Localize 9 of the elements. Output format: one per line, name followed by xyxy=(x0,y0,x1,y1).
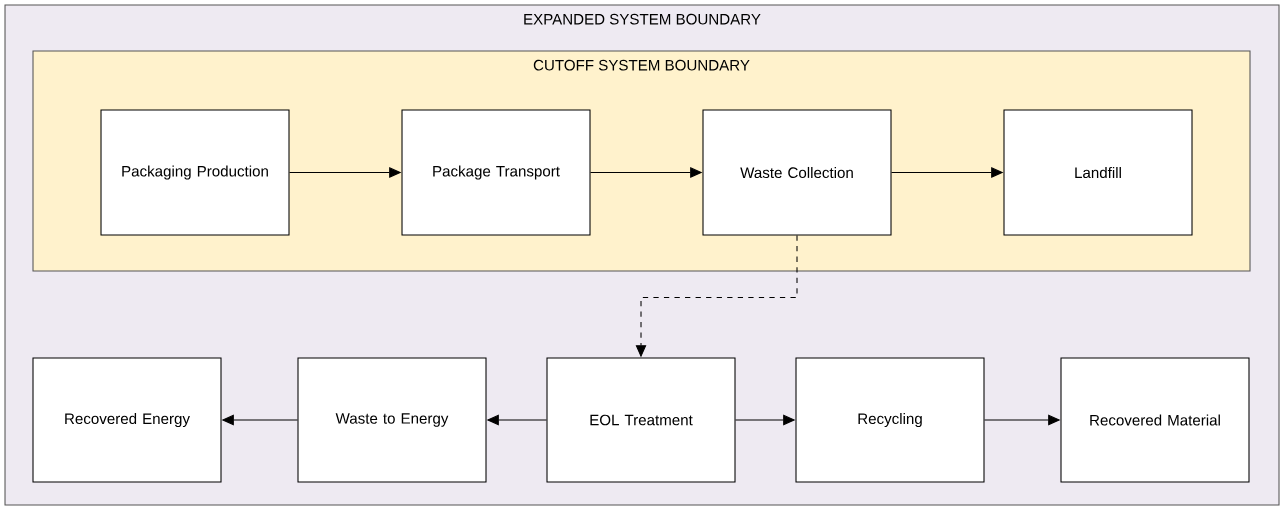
process-box: Waste Collection xyxy=(702,109,892,236)
process-box: Packaging Production xyxy=(100,109,290,236)
process-box: Waste to Energy xyxy=(297,357,487,483)
process-box: EOL Treatment xyxy=(546,357,736,483)
process-box: Recovered Material xyxy=(1060,357,1250,483)
process-box: Recycling xyxy=(795,357,985,483)
process-box: Landfill xyxy=(1003,109,1193,236)
process-box: Recovered Energy xyxy=(32,357,222,483)
process-box: Package Transport xyxy=(401,109,591,236)
